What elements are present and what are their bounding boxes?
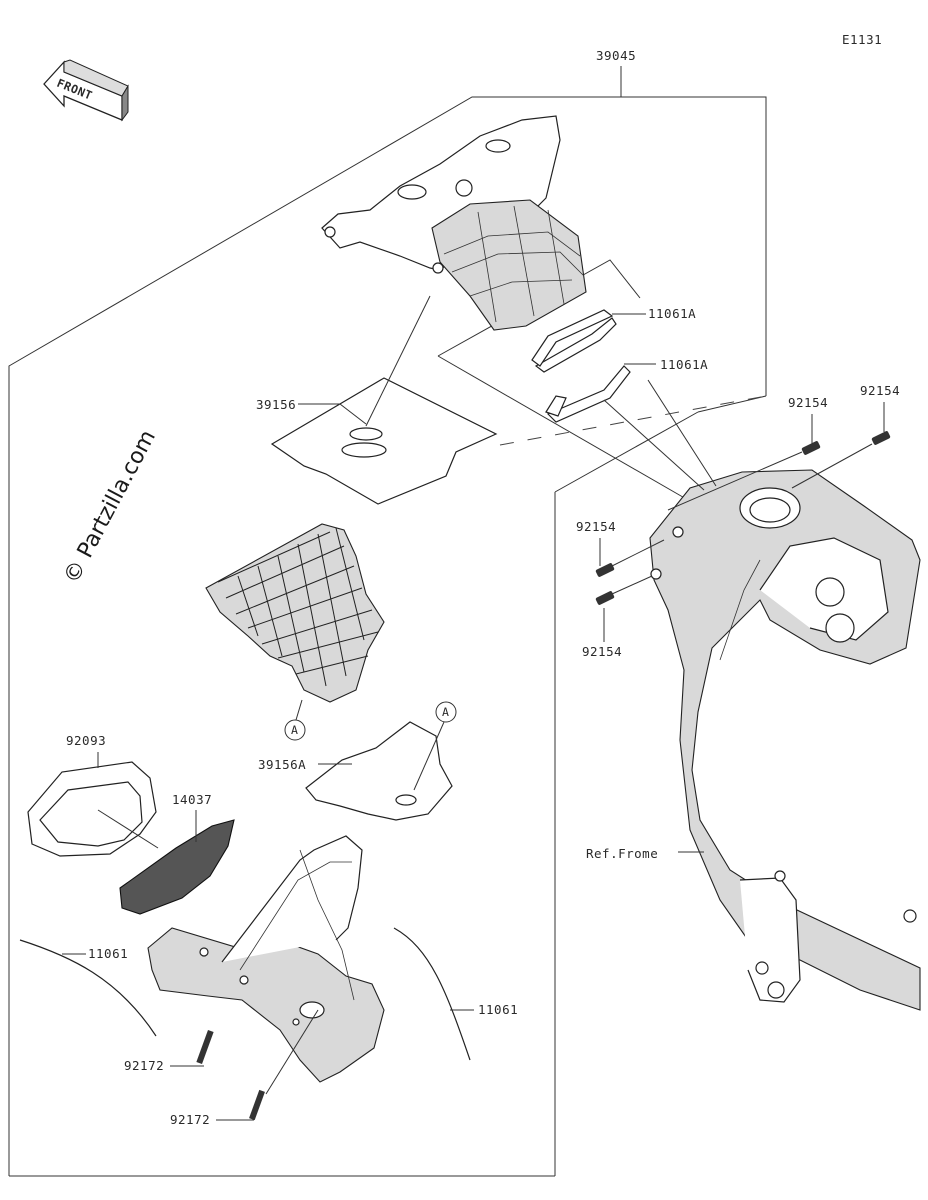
label-92093: 92093: [66, 733, 106, 748]
front-arrow-icon: FRONT: [43, 59, 129, 122]
label-ref-frame: Ref.Frome: [586, 846, 658, 861]
filter-sheet-39156: [270, 377, 498, 505]
cover-92093: [27, 761, 157, 857]
label-39156a: 39156A: [258, 757, 306, 772]
screw-92172-a: [196, 1029, 214, 1065]
lattice-filter: [205, 523, 385, 703]
label-assembly: 39045: [596, 48, 636, 63]
label-11061-left: 11061: [88, 946, 128, 961]
label-92154-c: 92154: [576, 519, 616, 534]
seal-11061a-upper: [531, 309, 617, 373]
bolt-92154-d: [595, 575, 653, 605]
frame-ref: [649, 469, 921, 1011]
air-duct-upper: [321, 115, 587, 331]
label-92154-d: 92154: [582, 644, 622, 659]
seal-11061-left: [19, 939, 157, 1037]
label-92172-a: 92172: [124, 1058, 164, 1073]
label-92154-b: 92154: [860, 383, 900, 398]
ref-a1: A: [291, 723, 298, 737]
mesh-14037: [119, 819, 235, 915]
seal-11061a-lower: [545, 365, 631, 423]
ref-circle-a2: [435, 701, 457, 723]
ref-circle-a1: [284, 719, 306, 741]
bolt-92154-b: [791, 431, 891, 489]
bolt-92154-a: [667, 441, 821, 511]
label-39156: 39156: [256, 397, 296, 412]
watermark: © Partzilla.com: [59, 426, 161, 588]
assembly-outline: [8, 96, 767, 1177]
label-92172-b: 92172: [170, 1112, 210, 1127]
ref-a2: A: [442, 705, 449, 719]
bolt-92154-c: [595, 539, 665, 577]
diagram-code: E1131: [842, 32, 882, 47]
seal-11061-right: [393, 927, 471, 1061]
label-11061a-1: 11061A: [648, 306, 696, 321]
label-92154-a: 92154: [788, 395, 828, 410]
label-11061-right: 11061: [478, 1002, 518, 1017]
filter-sheet-39156a: [305, 721, 453, 821]
air-duct-lower: [147, 835, 385, 1083]
label-14037: 14037: [172, 792, 212, 807]
label-11061a-2: 11061A: [660, 357, 708, 372]
screw-92172-b: [249, 1089, 265, 1121]
